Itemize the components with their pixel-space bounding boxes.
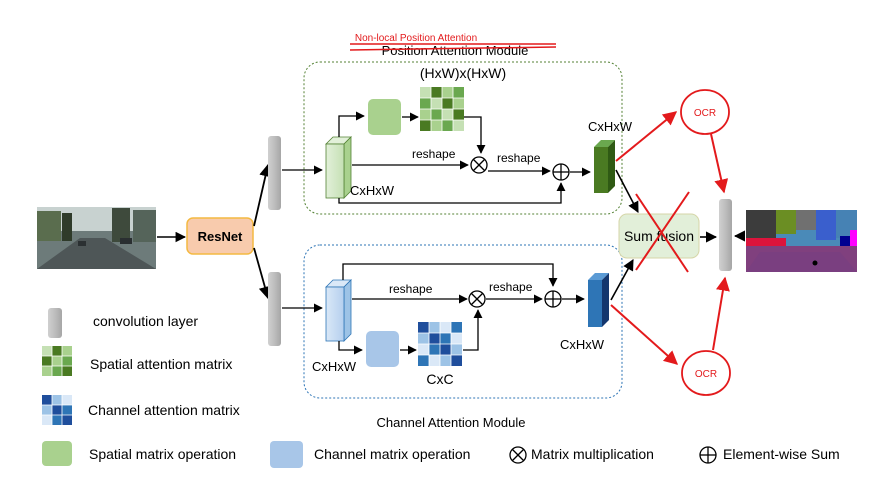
ocr-top-ellipse xyxy=(680,89,730,135)
legend-spatial-matrix-label: Spatial attention matrix xyxy=(90,356,232,372)
channel-module-title: Channel Attention Module xyxy=(377,415,526,430)
legend-spatial-op-label: Spatial matrix operation xyxy=(89,446,236,462)
title-strike-line-2 xyxy=(349,46,557,51)
red-arrow-pos-to-ocr xyxy=(615,111,678,162)
position-module-title-replacement: Non-local Position Attention xyxy=(355,33,477,44)
arrow-pos-to-spatial-op xyxy=(338,111,365,137)
fusion-cross-line-2 xyxy=(635,191,690,271)
ch-sum-symbol xyxy=(544,290,562,308)
channel-output-feature xyxy=(588,273,609,327)
red-arrow-ocr-bottom-to-conv xyxy=(712,276,730,351)
spatial-op-block xyxy=(368,99,401,135)
spatial-attention-matrix xyxy=(420,87,464,131)
channel-input-feature xyxy=(325,279,352,342)
final-conv-layer xyxy=(719,199,732,271)
arrow-pos-out-to-fusion xyxy=(615,169,639,213)
reshape-label-c: reshape xyxy=(389,282,433,296)
arrow-resnet-top-branch xyxy=(253,163,272,227)
resnet-label: ResNet xyxy=(198,229,243,244)
position-module-title-crossed: Position Attention Module xyxy=(382,43,529,58)
red-arrow-ch-to-ocr xyxy=(610,304,679,365)
cxhxw-pos-out-label: CxHxW xyxy=(588,119,633,134)
reshape-label-a: reshape xyxy=(412,147,456,161)
position-input-feature xyxy=(325,136,352,199)
legend-multiply-icon xyxy=(509,446,527,464)
arrow-resnet-bottom-branch xyxy=(253,247,272,300)
resnet-block xyxy=(186,217,254,255)
arrow-ch-out-to-fusion xyxy=(610,259,634,301)
legend-matmul-label: Matrix multiplication xyxy=(531,446,654,462)
ch-multiply-symbol xyxy=(468,290,486,308)
cxhxw-ch-out-label: CxHxW xyxy=(560,337,605,352)
legend-elemsum-label: Element-wise Sum xyxy=(723,446,840,462)
reshape-label-d: reshape xyxy=(489,280,533,294)
legend-spatial-op-swatch xyxy=(42,441,72,466)
ocr-top-label: OCR xyxy=(694,108,716,119)
arrow-matrix-to-multiply xyxy=(464,116,486,154)
legend-conv-swatch xyxy=(48,308,62,338)
arrow-ch-matrix-to-multiply xyxy=(463,309,483,351)
input-street-image xyxy=(37,207,156,269)
legend-channel-op-label: Channel matrix operation xyxy=(314,446,470,462)
channel-op-block xyxy=(366,331,399,367)
cxhxw-ch-in-label: CxHxW xyxy=(312,359,357,374)
legend-spatial-matrix-swatch xyxy=(42,346,72,376)
legend-sum-icon xyxy=(699,446,717,464)
ocr-bottom-ellipse xyxy=(681,350,731,396)
cxc-label: CxC xyxy=(426,371,453,387)
conv-layer-bottom xyxy=(268,272,281,346)
conv-layer-top xyxy=(268,136,281,210)
legend-channel-op-swatch xyxy=(270,441,303,468)
reshape-label-b: reshape xyxy=(497,151,541,165)
arrow-ch-to-channel-op xyxy=(338,341,363,355)
channel-attention-module-box xyxy=(303,244,623,399)
ocr-bottom-label: OCR xyxy=(695,369,717,380)
pos-sum-symbol xyxy=(552,163,570,181)
legend-channel-matrix-swatch xyxy=(42,395,72,425)
pos-multiply-symbol xyxy=(470,156,488,174)
arrow-ch-residual xyxy=(342,263,558,287)
channel-attention-matrix xyxy=(418,322,462,366)
legend-conv-label: convolution layer xyxy=(93,313,198,329)
position-output-feature xyxy=(594,140,615,193)
red-arrow-ocr-top-to-conv xyxy=(710,133,729,194)
hw-matrix-label: (HxW)x(HxW) xyxy=(420,65,506,81)
segmentation-output-image xyxy=(746,210,857,272)
arrow-pos-residual xyxy=(338,182,566,204)
legend-channel-matrix-label: Channel attention matrix xyxy=(88,402,240,418)
cxhxw-pos-in-label: CxHxW xyxy=(350,183,395,198)
